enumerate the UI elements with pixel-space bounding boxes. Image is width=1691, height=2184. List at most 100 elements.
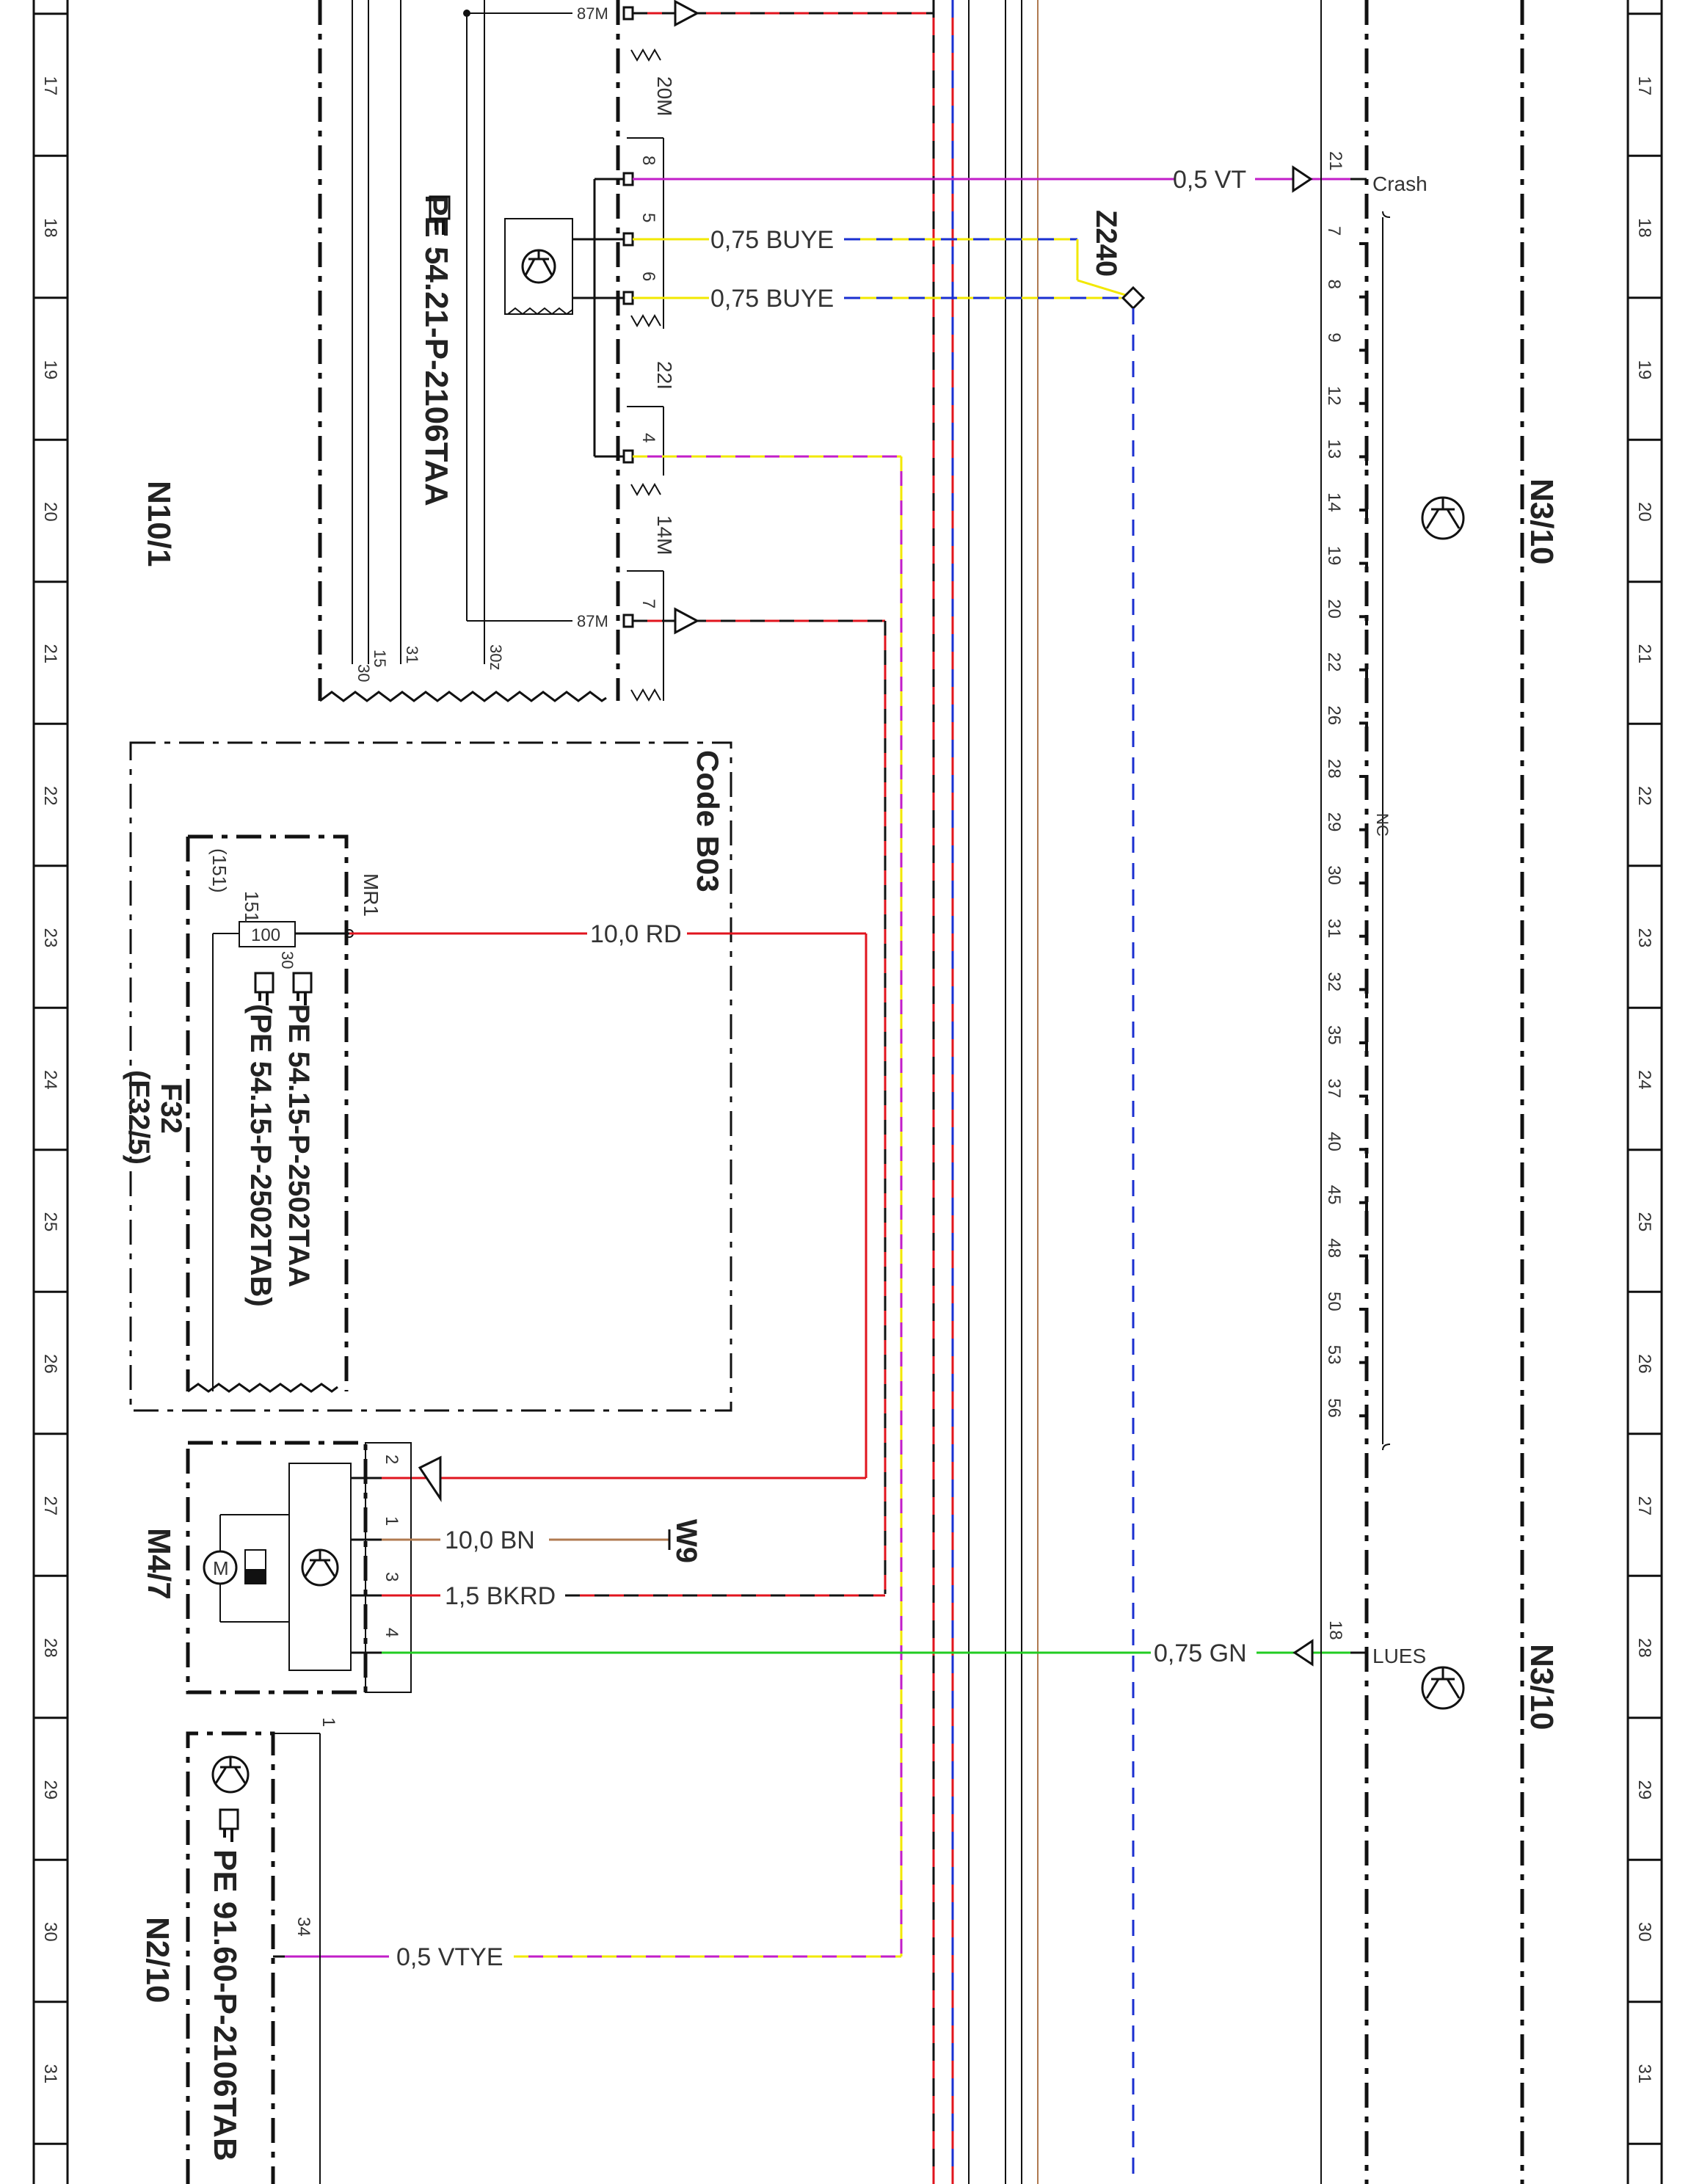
connector-22i: 22I 4 [627, 361, 676, 497]
n3-10-pin-number: 30 [1324, 865, 1344, 885]
pin-marker [622, 291, 634, 305]
n2-10-label: N2/10 [139, 1917, 175, 2003]
pin-marker [1359, 561, 1368, 572]
n3-10-pin-number: 48 [1324, 1238, 1344, 1258]
left-row-number: 29 [40, 1780, 60, 1800]
transistor-icon [1421, 496, 1465, 540]
wire-rd: 10,0 RD [349, 920, 868, 1502]
pin-marker [1359, 1041, 1368, 1052]
hand-pointer-icon [429, 195, 451, 235]
n3-10-pin-number: 45 [1324, 1185, 1344, 1205]
right-row-number: 29 [1634, 1780, 1654, 1800]
wire-label-rd: 10,0 RD [590, 920, 682, 948]
pin-marker [1359, 988, 1368, 999]
n3-10-pin-number: 53 [1324, 1345, 1344, 1365]
pin-marker [1359, 509, 1368, 519]
hand-pointer-icon [292, 972, 313, 1005]
left-row-number: 25 [40, 1212, 60, 1232]
n3-10-pin-number: 14 [1324, 492, 1344, 512]
z240-label: Z240 [1090, 210, 1122, 277]
fuse-151-alt: (151) [208, 848, 230, 893]
terminal-30z: 30z [487, 644, 505, 670]
left-row-number: 28 [40, 1638, 60, 1658]
pin-marker [1359, 1201, 1368, 1212]
wire-label-buye-2: 0,75 BUYE [710, 285, 834, 313]
n3-10-label-bottom: N3/10 [1524, 1644, 1560, 1730]
pin-marker [1359, 1361, 1368, 1372]
fuse-rating: 100 [251, 925, 280, 945]
wire-buye-1: 0,75 BUYE [633, 226, 1131, 298]
svg-text:7: 7 [639, 599, 658, 608]
n3-10-pin-number: 29 [1324, 812, 1344, 832]
n3-10-pin-number: 31 [1324, 919, 1344, 939]
motor-icon: M [203, 1549, 266, 1585]
left-row-number: 27 [40, 1496, 60, 1516]
left-row-number: 21 [40, 644, 60, 664]
wire-label-bkrd: 1,5 BKRD [445, 1582, 556, 1610]
n3-10-pin-number: 19 [1324, 546, 1344, 566]
mr1-label: MR1 [360, 873, 382, 917]
z240-splice: Z240 [1090, 210, 1146, 2184]
n3-10-pin-number: 13 [1324, 439, 1344, 459]
left-row-number: 18 [40, 218, 60, 238]
wire-bkrd: 1,5 BKRD [382, 1582, 885, 1610]
svg-text:5: 5 [639, 213, 658, 222]
pin-87m-bottom: 87M [577, 612, 608, 630]
pin-marker [1359, 1308, 1368, 1318]
connector-20m: 20M 8 5 6 [627, 48, 676, 329]
pin-marker [1359, 455, 1368, 466]
left-row-number: 24 [40, 1070, 60, 1090]
f32-reference-a: PE 54.15-P-2502TAA [283, 1004, 315, 1287]
hand-pointer-icon [254, 972, 274, 1005]
n3-10-pin-number: 40 [1324, 1132, 1344, 1151]
connector-14m: 14M 7 [627, 515, 676, 702]
pin-marker [1359, 615, 1368, 626]
pin-marker [1359, 349, 1368, 360]
terminal-31: 31 [403, 646, 421, 663]
transistor-icon [211, 1755, 250, 1794]
f32-sub-label: (F32/5) [123, 1070, 155, 1165]
transistor-icon [1421, 1666, 1465, 1710]
wire-buye-2: 0,75 BUYE [633, 285, 1121, 313]
svg-text:6: 6 [639, 272, 658, 281]
right-row-number: 20 [1634, 502, 1654, 522]
right-row-number: 21 [1634, 644, 1654, 664]
left-row-number: 19 [40, 360, 60, 380]
svg-text:34: 34 [294, 1917, 313, 1937]
right-row-number: 25 [1634, 1212, 1654, 1232]
right-row-number: 31 [1634, 2064, 1654, 2084]
pin-marker [622, 614, 634, 628]
n3-10-pin-number: 22 [1324, 652, 1344, 672]
n2-10-reference: PE 91.60-P-2106TAB [207, 1849, 243, 2161]
n3-10-pin-number: 35 [1324, 1025, 1344, 1045]
svg-text:M: M [213, 1557, 229, 1579]
pin-marker [1359, 1254, 1368, 1265]
f32-label: F32 [155, 1083, 187, 1134]
nc-label: NC [1373, 813, 1392, 837]
pin-marker [1359, 881, 1368, 892]
transistor-icon [521, 249, 556, 284]
wire-label-vt: 0,5 VT [1173, 166, 1246, 194]
pin-marker [622, 6, 634, 21]
right-row-number: 23 [1634, 928, 1654, 948]
pin-marker [1359, 401, 1368, 412]
n10-1-module: 30 15 31 30z PE 54.21-P-2106TAA N10/1 [141, 0, 676, 702]
fuse-151: 151 [241, 891, 263, 922]
right-row-number: 28 [1634, 1638, 1654, 1658]
pin-marker [622, 232, 634, 247]
svg-text:14M: 14M [653, 515, 676, 555]
n3-10-pin-number: 8 [1324, 280, 1344, 289]
wire-87m-bottom [633, 607, 887, 1594]
n2-10-module: 1 34 PE 91.60-P-2106TAB N2/10 [139, 1717, 338, 2184]
fuse-terminal-30: 30 [278, 951, 297, 969]
right-row-number: 19 [1634, 360, 1654, 380]
pin-marker [622, 172, 634, 186]
right-row-number: 24 [1634, 1070, 1654, 1090]
m4-7-label: M4/7 [141, 1528, 177, 1600]
n3-10-pin-number: 37 [1324, 1079, 1344, 1099]
n3-10-module: 21 Crash 18 LUES 78912131419202226282930… [1320, 0, 1560, 2184]
left-row-number: 20 [40, 502, 60, 522]
svg-text:4: 4 [382, 1628, 401, 1637]
